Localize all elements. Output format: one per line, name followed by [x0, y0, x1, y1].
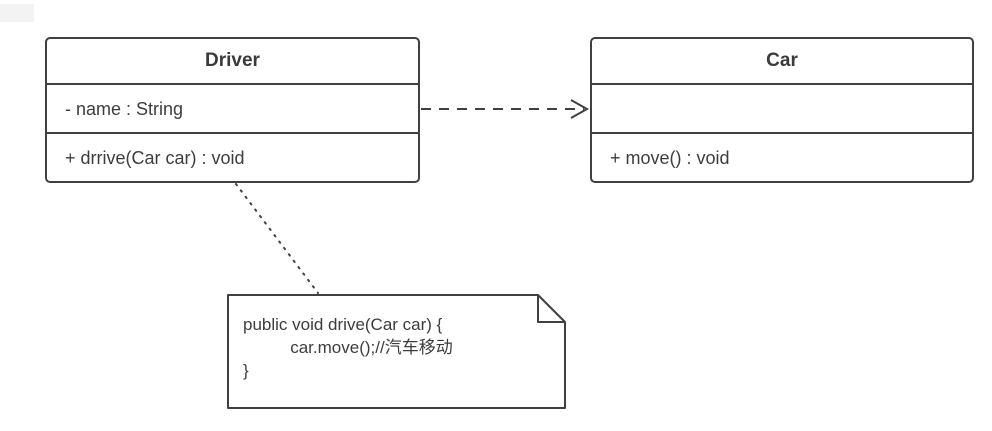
class-name: Driver: [205, 50, 260, 71]
scan-artifact: [0, 4, 34, 22]
note-box: [227, 294, 566, 409]
note-text-line: }: [243, 361, 249, 380]
class-box-car: Car + move() : void: [590, 37, 974, 183]
note-anchor-line: [235, 183, 319, 294]
method-item: + move() : void: [610, 147, 730, 168]
note-text: public void drive(Car car) { car.move();…: [243, 313, 553, 382]
attributes-compartment: - name : String: [47, 83, 418, 132]
note-text-line: public void drive(Car car) {: [243, 315, 443, 334]
method-item: + drrive(Car car) : void: [65, 147, 245, 168]
attribute-item: - name : String: [65, 98, 184, 119]
class-box-driver: Driver - name : String + drrive(Car car)…: [45, 37, 420, 183]
methods-compartment: + move() : void: [592, 132, 972, 181]
dependency-arrow: [421, 99, 590, 119]
open-arrowhead-icon: [570, 99, 590, 119]
attributes-compartment: [592, 83, 972, 132]
note-fold-icon: [537, 295, 565, 323]
class-name: Car: [766, 50, 798, 71]
note-text-line: car.move();//汽车移动: [243, 338, 453, 357]
methods-compartment: + drrive(Car car) : void: [47, 132, 418, 181]
